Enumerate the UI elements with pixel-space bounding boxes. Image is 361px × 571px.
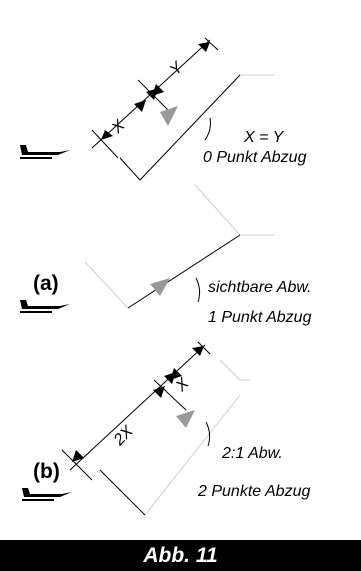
grey-marker xyxy=(150,278,170,296)
penalty-label: 1 Punkt Abzug xyxy=(208,309,312,326)
grey-marker xyxy=(160,106,178,126)
pattern-line xyxy=(119,74,241,181)
angle-arc xyxy=(195,277,201,303)
tag-a: (a) xyxy=(33,272,59,295)
flight-path xyxy=(69,344,206,471)
label-y: Y xyxy=(167,58,188,79)
pattern-line xyxy=(127,234,241,309)
dimension-tick xyxy=(153,379,187,411)
panel-b: X 2X (b) 2:1 Abw. 2 Punkte Abzug xyxy=(22,341,310,516)
arrow-head xyxy=(198,42,210,52)
label-x: X xyxy=(108,116,129,137)
dimension-tick xyxy=(61,449,93,481)
angle-arc xyxy=(205,421,211,447)
label-2x: 2X xyxy=(110,422,138,450)
dimension-tick xyxy=(91,129,119,159)
arrow-head xyxy=(192,346,204,356)
penalty-label: 0 Punkt Abzug xyxy=(203,149,307,166)
deviation-label: 2:1 Abw. xyxy=(221,445,283,462)
glider-icon xyxy=(20,145,70,159)
dimension-tick xyxy=(204,37,219,51)
arrow-head xyxy=(72,450,84,462)
arrow-head xyxy=(101,130,113,140)
equation-label: X = Y xyxy=(243,129,285,146)
guide-line xyxy=(194,184,275,236)
glider-icon xyxy=(20,300,70,313)
grey-marker xyxy=(176,410,195,428)
panel-top: Y X X = Y 0 Punkt Abzug xyxy=(20,37,307,181)
pattern-line xyxy=(99,469,146,516)
glider-icon xyxy=(22,488,72,501)
penalty-label: 2 Punkte Abzug xyxy=(197,483,310,500)
guide-line xyxy=(84,261,129,309)
arrow-head xyxy=(134,100,146,112)
tag-b: (b) xyxy=(33,460,60,483)
guide-line xyxy=(144,394,241,516)
angle-arc xyxy=(204,117,211,141)
deviation-label: sichtbare Abw. xyxy=(208,279,311,296)
caption-text: Abb. 11 xyxy=(143,543,218,567)
arrow-head xyxy=(153,386,165,398)
dimension-tick xyxy=(197,341,211,355)
arrow-head xyxy=(152,84,164,96)
panel-a: (a) sichtbare Abw. 1 Punkt Abzug xyxy=(20,184,312,326)
arrow-head xyxy=(170,368,182,380)
figure-caption: Abb. 11 xyxy=(0,540,361,571)
guide-line xyxy=(219,359,250,381)
